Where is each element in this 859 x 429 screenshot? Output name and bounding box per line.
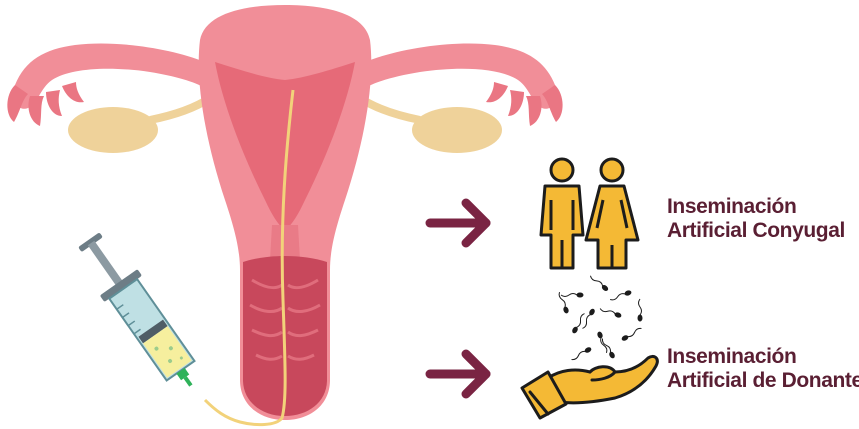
label-artificial-conyugal: Inseminación Artificial Conyugal bbox=[667, 195, 845, 243]
label-line-2: Artificial Conyugal bbox=[667, 219, 845, 243]
left-ovary-ligament bbox=[150, 98, 210, 120]
cervical-canal bbox=[270, 225, 300, 260]
hand-icon bbox=[522, 356, 657, 418]
label-artificial-donante: Inseminación Artificial de Donante bbox=[667, 345, 859, 393]
right-fimbriae bbox=[486, 82, 563, 126]
arrow-right-icon bbox=[430, 354, 486, 394]
left-fimbriae bbox=[7, 82, 84, 126]
syringe-plunger-rod bbox=[88, 241, 123, 287]
woman-figure bbox=[586, 159, 638, 268]
label-line-1: Inseminación bbox=[667, 345, 859, 369]
syringe-needle bbox=[184, 376, 193, 386]
couple-icon bbox=[541, 159, 638, 268]
left-ovary bbox=[68, 107, 158, 153]
syringe-icon bbox=[70, 227, 210, 399]
man-figure bbox=[541, 159, 583, 268]
sperm-icon bbox=[558, 274, 643, 361]
right-ovary-ligament bbox=[360, 98, 420, 120]
right-ovary bbox=[412, 107, 502, 153]
label-line-2: Artificial de Donante bbox=[667, 369, 859, 393]
arrow-right-icon bbox=[430, 203, 486, 243]
label-line-1: Inseminación bbox=[667, 195, 845, 219]
